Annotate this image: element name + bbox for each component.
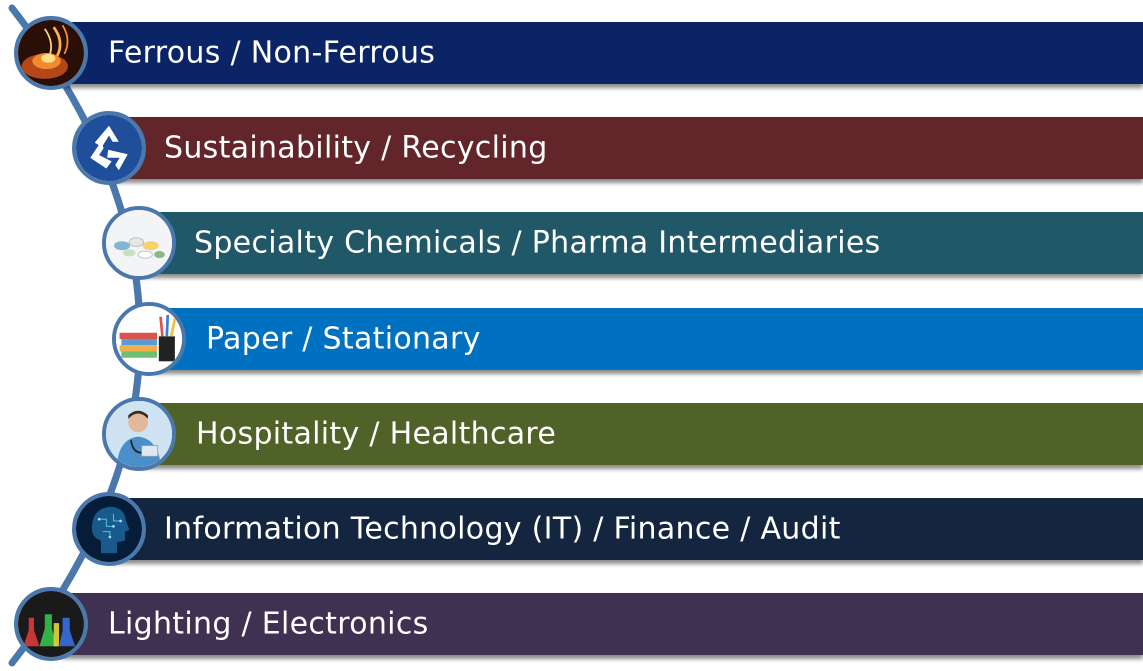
sector-band-ferrous: Ferrous / Non-Ferrous [62,22,1143,84]
recycle-icon [72,111,146,185]
sector-band-it: Information Technology (IT) / Finance / … [112,498,1143,560]
books-pencils-icon [112,302,186,376]
molten-metal-icon [14,16,88,90]
sector-band-paper: Paper / Stationary [155,308,1143,370]
sector-band-lighting: Lighting / Electronics [62,593,1143,655]
sector-label: Information Technology (IT) / Finance / … [164,511,841,547]
sector-label: Paper / Stationary [206,321,481,357]
sector-band-sustainability: Sustainability / Recycling [112,117,1143,179]
sector-label: Lighting / Electronics [108,606,429,642]
sector-label: Hospitality / Healthcare [196,416,557,452]
digital-head-icon [72,492,146,566]
sector-label: Ferrous / Non-Ferrous [108,35,436,71]
lab-flasks-icon [14,587,88,661]
sector-band-chemicals: Specialty Chemicals / Pharma Intermediar… [142,212,1143,274]
sector-label: Specialty Chemicals / Pharma Intermediar… [194,225,881,261]
sector-band-hospitality: Hospitality / Healthcare [142,403,1143,465]
sector-label: Sustainability / Recycling [164,130,548,166]
pills-icon [102,206,176,280]
doctor-icon [102,397,176,471]
